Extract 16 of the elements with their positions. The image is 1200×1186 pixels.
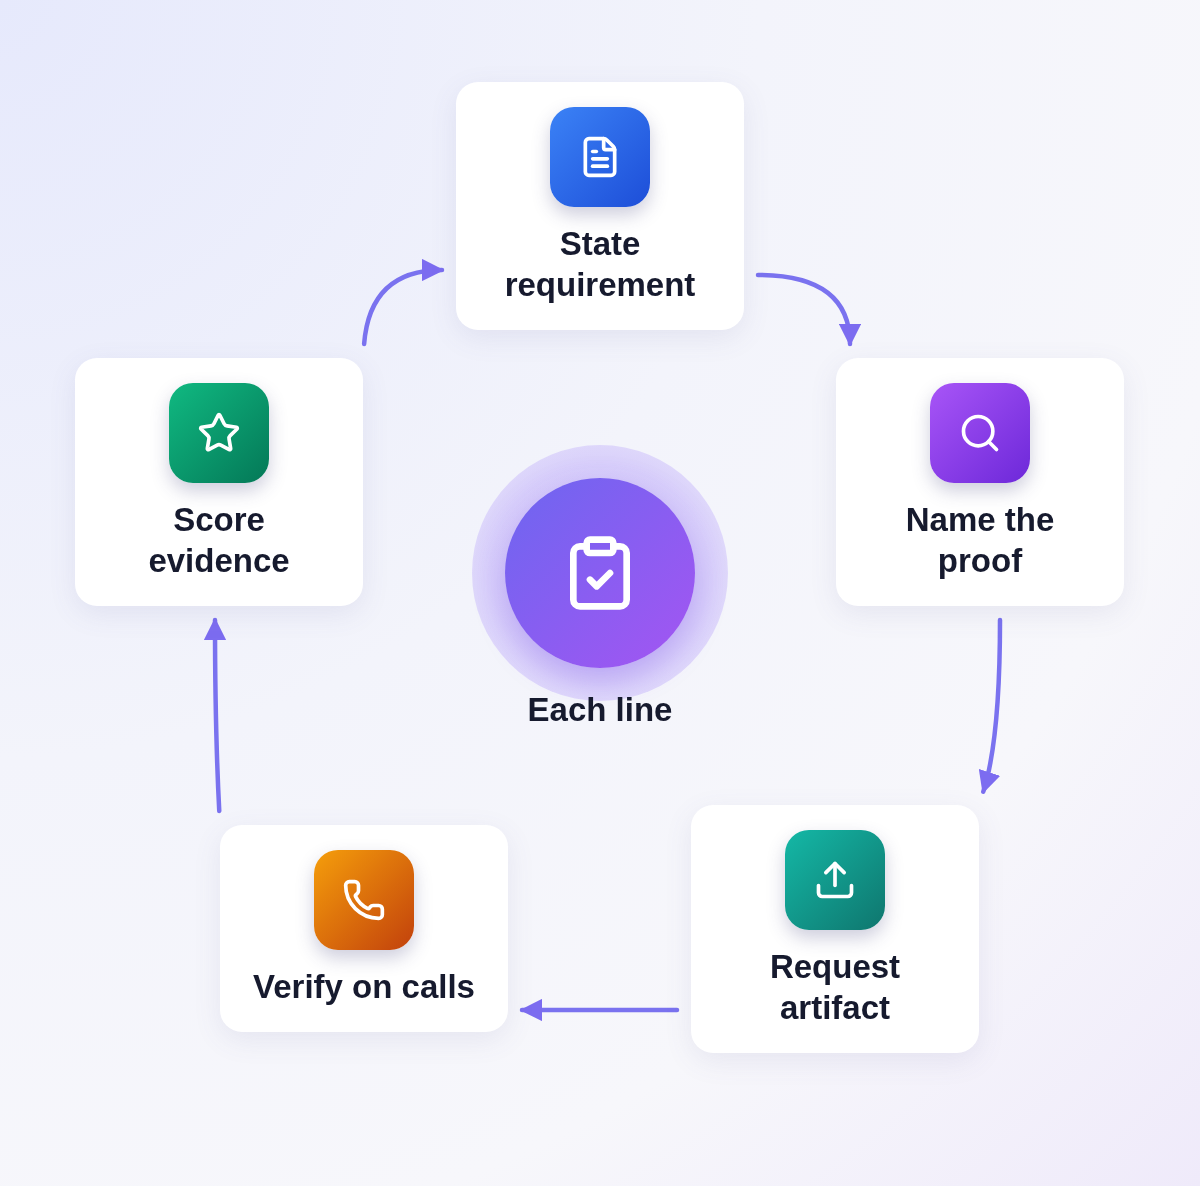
step-title: Verify on calls [253, 967, 475, 1007]
step-title: Name the proof [904, 500, 1056, 581]
step-card [220, 825, 508, 1032]
step-title: Score evidence [147, 500, 291, 581]
center-label: Each line [527, 691, 673, 729]
step-card [691, 805, 979, 1053]
step-card [75, 358, 363, 606]
step-title: State requirement [503, 224, 697, 305]
arrow [203, 617, 227, 814]
step-card [836, 358, 1124, 606]
arrow [755, 272, 861, 347]
arrow [978, 617, 1003, 794]
arrow [361, 259, 445, 347]
step-title: Request artifact [768, 947, 902, 1028]
step-card [456, 82, 744, 330]
arrow [519, 998, 680, 1022]
